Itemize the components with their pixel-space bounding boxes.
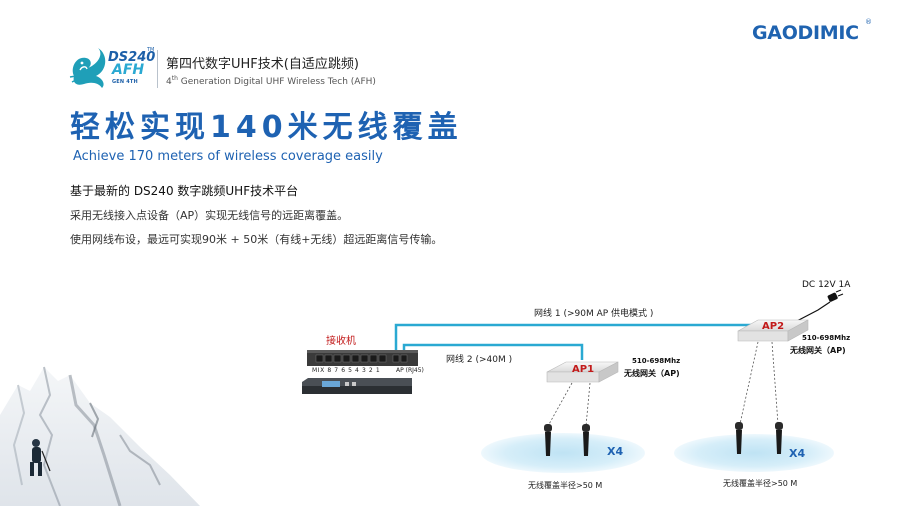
network-cable-1 [394,323,778,352]
ap1-gateway-device [546,361,619,383]
generation-title: 第四代数字UHF技术(自适应跳频) [166,57,359,72]
header-divider [157,50,158,88]
ap1-gateway-label: 无线网关（AP) [624,369,680,378]
coverage-radius-2: 无线覆盖半径>50 M [723,479,798,488]
microphone-icon [735,422,743,454]
receiver-port-labels: MIX 8 7 6 5 4 3 2 1 [312,367,381,374]
power-plug-icon [827,289,844,302]
mountain-climber-image [0,366,200,506]
microphone-icon [544,424,552,456]
brand-logo: GAODIMIC [752,22,859,44]
microphone-icon [582,424,590,456]
dragon-icon [69,48,106,88]
coverage-area-2 [674,434,834,472]
dc-power-label: DC 12V 1A [802,280,851,290]
description-line-2: 采用无线接入点设备（AP）实现无线信号的远距离覆盖。 [70,209,349,222]
logo-tm-mark: TM [147,47,155,53]
ap2-gateway-device [737,319,809,342]
description-line-3: 使用网线布设，最远可实现90米 + 50米（有线+无线）超远距离信号传输。 [70,233,443,246]
mic-count-2: X4 [789,447,806,460]
receiver-front-panel [307,350,418,366]
microphone-icon [775,422,783,454]
ap-port-label: AP (RJ45) [396,367,424,374]
page-subtitle: Achieve 170 meters of wireless coverage … [73,149,383,164]
ap2-label: AP2 [762,321,785,332]
logo-model: DS240 [108,50,156,65]
network-cable-2 [402,343,584,360]
generation-subtitle: 4th Generation Digital UHF Wireless Tech… [166,75,376,87]
power-cable [794,301,831,323]
ap1-frequency: 510-698Mhz [632,357,681,365]
coverage-radius-1: 无线覆盖半径>50 M [528,481,603,490]
cable-1-label: 网线 1 (>90M AP 供电模式 ) [534,309,654,319]
cable-2-label: 网线 2 (>40M ) [446,355,513,365]
logo-gen: GEN 4TH [112,79,138,85]
ds240-afh-logo: DS240 TM AFH GEN 4TH [68,46,158,96]
receiver-rear-unit [302,378,412,394]
ap2-frequency: 510-698Mhz [802,334,851,342]
coverage-area-1 [481,433,645,473]
mic-count-1: X4 [607,445,624,458]
climber-figure [30,439,51,476]
page-title: 轻松实现140米无线覆盖 [70,110,463,145]
ap1-label: AP1 [572,364,595,375]
receiver-label: 接收机 [326,336,356,347]
description-line-1: 基于最新的 DS240 数字跳频UHF技术平台 [70,184,299,198]
ap2-gateway-label: 无线网关（AP) [790,346,846,355]
logo-afh: AFH [112,62,145,78]
brand-registered-mark: ® [865,18,872,26]
